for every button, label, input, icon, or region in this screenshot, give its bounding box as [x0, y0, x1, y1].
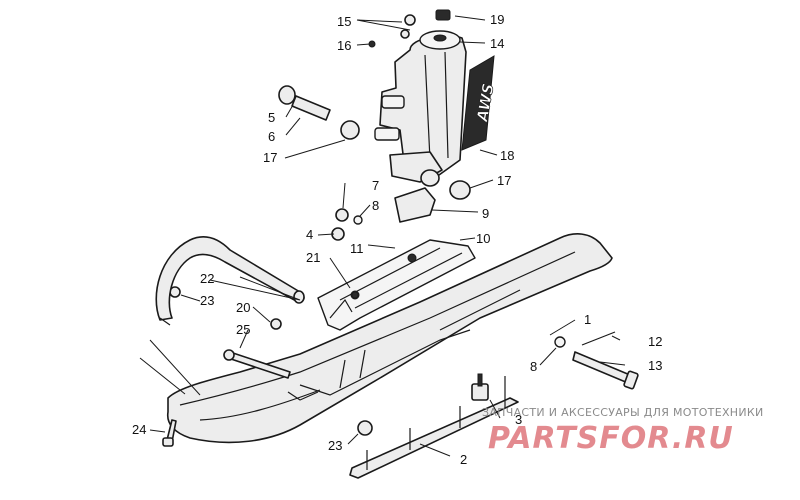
callout-3: 3	[515, 412, 522, 427]
callout-1: 1	[584, 312, 591, 327]
watermark-caption: ЗАПЧАСТИ И АКСЕССУАРЫ ДЛЯ МОТОТЕХНИКИ	[482, 406, 764, 419]
callout-25: 25	[236, 322, 250, 337]
watermark-brand: PARTSFOR.RU	[488, 421, 734, 456]
callout-4: 4	[306, 227, 313, 242]
callout-21: 21	[306, 250, 320, 265]
watermark: ЗАПЧАСТИ И АКСЕССУАРЫ ДЛЯ МОТОТЕХНИКИ PA…	[482, 406, 764, 456]
callout-16: 16	[337, 38, 351, 53]
leader-lines	[139, 15, 626, 457]
callout-23a: 23	[200, 293, 214, 308]
callout-14: 14	[490, 36, 504, 51]
callout-7: 7	[372, 178, 379, 193]
callout-13: 13	[648, 358, 662, 373]
wear-bar	[349, 373, 519, 479]
callout-12: 12	[648, 334, 662, 349]
callout-10: 10	[476, 231, 490, 246]
callout-8a: 8	[372, 198, 379, 213]
callout-11: 11	[350, 241, 364, 256]
callout-17b: 17	[497, 173, 511, 188]
callout-22: 22	[200, 271, 214, 286]
callout-18: 18	[500, 148, 514, 163]
spindle-decal: AWS	[461, 55, 498, 151]
ski-loop	[155, 236, 305, 326]
callout-17a: 17	[263, 150, 277, 165]
callouts: 1 2 3 4 5 6 7 8 8 9 10 11 12 13 14 15 16…	[132, 12, 662, 467]
callout-6: 6	[268, 129, 275, 144]
small-parts	[162, 9, 639, 447]
callout-24: 24	[132, 422, 146, 437]
ski-saddle	[317, 239, 476, 331]
callout-9: 9	[482, 206, 489, 221]
callout-23b: 23	[328, 438, 342, 453]
spindle-column	[374, 30, 467, 183]
callout-19: 19	[490, 12, 504, 27]
callout-20: 20	[236, 300, 250, 315]
callout-2: 2	[460, 452, 467, 467]
ski-body	[166, 233, 613, 444]
callout-8b: 8	[530, 359, 537, 374]
callout-5: 5	[268, 110, 275, 125]
callout-15: 15	[337, 14, 351, 29]
